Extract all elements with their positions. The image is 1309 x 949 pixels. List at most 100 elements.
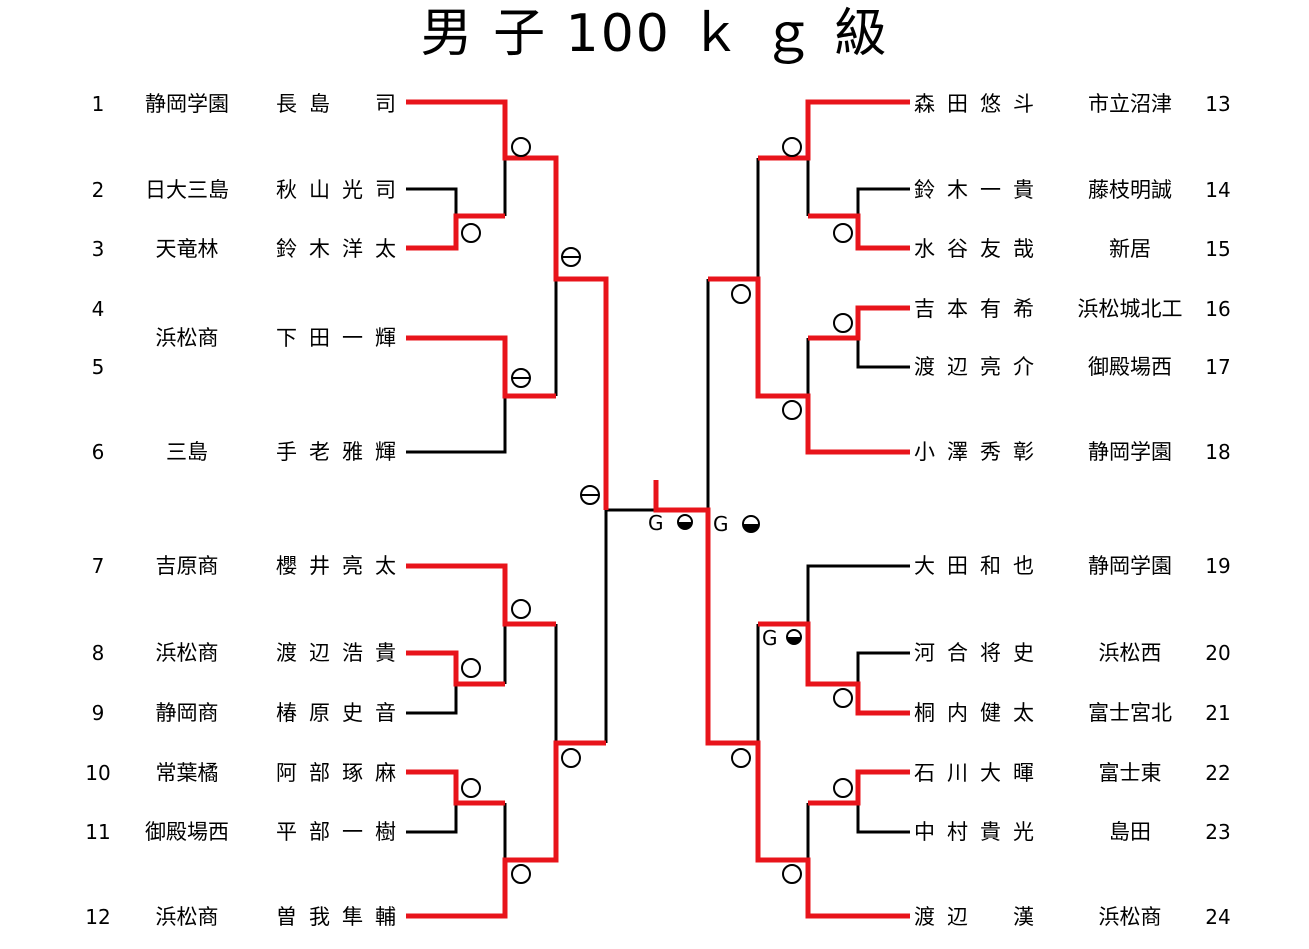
entry-name: 渡辺浩貴 xyxy=(276,641,408,665)
ippon-mark xyxy=(833,223,853,243)
entry-school: 浜松城北工 xyxy=(1077,297,1183,321)
entry-number: 16 xyxy=(1205,297,1231,321)
entry-school: 静岡商 xyxy=(155,701,219,725)
entry-name: 長島 司 xyxy=(276,92,408,116)
entry-school: 御殿場西 xyxy=(145,820,229,844)
entry-name: 水谷友哉 xyxy=(914,237,1046,261)
entry-number: 23 xyxy=(1205,820,1231,844)
ippon-mark xyxy=(833,688,853,708)
entry-number: 14 xyxy=(1205,178,1231,202)
entry-school: 浜松商 xyxy=(155,326,219,350)
entry-number: 24 xyxy=(1205,905,1231,929)
entry-name: 小澤秀彰 xyxy=(914,440,1046,464)
bracket-lines-red xyxy=(406,99,609,919)
bracket-line xyxy=(856,187,910,216)
result-marks xyxy=(461,137,853,884)
entry-school: 浜松商 xyxy=(1098,905,1162,929)
yusei-marks xyxy=(511,247,600,505)
entry-school: 浜松西 xyxy=(1098,641,1162,665)
entry-name: 阿部琢麻 xyxy=(276,761,408,785)
ippon-mark xyxy=(561,748,581,768)
winner-path xyxy=(406,769,505,806)
entry-number: 3 xyxy=(91,237,105,261)
golden-score-mark xyxy=(677,514,693,530)
entry-name: 櫻井亮太 xyxy=(276,554,408,578)
entry-number: 15 xyxy=(1205,237,1231,261)
winner-path xyxy=(406,650,505,687)
ippon-mark xyxy=(782,400,802,420)
entry-name: 椿原史音 xyxy=(276,701,408,725)
entry-name: 渡辺亮介 xyxy=(914,355,1046,379)
golden-score-label: G xyxy=(762,626,778,650)
entry-number: 12 xyxy=(85,905,111,929)
entry-number: 19 xyxy=(1205,554,1231,578)
winner-path xyxy=(808,213,910,251)
bracket-line xyxy=(406,684,458,715)
ippon-mark xyxy=(731,284,751,304)
entry-school: 静岡学園 xyxy=(1088,440,1172,464)
entry-school: 日大三島 xyxy=(145,178,229,202)
bracket-line xyxy=(406,396,507,454)
golden-score-mark xyxy=(786,629,802,645)
bracket-line xyxy=(806,564,910,624)
entry-name: 鈴木一貴 xyxy=(914,178,1046,202)
ippon-mark xyxy=(833,778,853,798)
entry-number: 2 xyxy=(91,178,105,202)
golden-score-mark xyxy=(742,515,760,533)
entry-school: 三島 xyxy=(166,440,208,464)
golden-score-label: G xyxy=(713,512,729,536)
ippon-mark xyxy=(731,748,751,768)
bracket-lines-black-right xyxy=(706,158,910,860)
ippon-mark xyxy=(511,864,531,884)
bracket-line xyxy=(856,803,910,834)
entry-school: 島田 xyxy=(1109,820,1151,844)
entry-school: 天竜林 xyxy=(155,237,219,261)
entry-name: 中村貴光 xyxy=(914,820,1046,844)
bracket-lines-red-right xyxy=(653,99,910,919)
entry-name: 桐内健太 xyxy=(914,701,1046,725)
entry-name: 平部一樹 xyxy=(276,820,408,844)
winner-path xyxy=(406,563,556,627)
entry-name: 森田悠斗 xyxy=(914,92,1046,116)
winner-path xyxy=(406,740,606,919)
ippon-mark xyxy=(782,137,802,157)
entry-number: 8 xyxy=(91,641,105,665)
ippon-mark xyxy=(511,137,531,157)
entry-school: 静岡学園 xyxy=(145,92,229,116)
ippon-mark xyxy=(461,658,481,678)
winner-path xyxy=(758,99,910,161)
entry-number: 4 xyxy=(91,297,105,321)
page-title: 男 子 100 ｋ ｇ 級 xyxy=(420,4,889,64)
entry-school: 浜松商 xyxy=(155,905,219,929)
entry-number: 11 xyxy=(85,820,111,844)
winner-path xyxy=(708,276,910,455)
winner-path xyxy=(406,335,556,399)
winner-path xyxy=(406,99,609,510)
entry-school: 藤枝明誠 xyxy=(1088,178,1172,202)
entry-name: 秋山光司 xyxy=(276,178,408,202)
entry-number: 6 xyxy=(91,440,105,464)
entry-number: 7 xyxy=(91,554,105,578)
golden-score-marks xyxy=(677,514,802,645)
entry-school: 富士東 xyxy=(1098,761,1162,785)
ippon-mark xyxy=(461,223,481,243)
entry-school: 浜松商 xyxy=(155,641,219,665)
entry-number: 5 xyxy=(91,355,105,379)
entry-school: 静岡学園 xyxy=(1088,554,1172,578)
bracket-line xyxy=(406,803,458,834)
bracket-line xyxy=(856,338,910,369)
yusei-mark xyxy=(511,368,531,388)
entry-school: 新居 xyxy=(1109,237,1151,261)
entry-number: 1 xyxy=(91,92,105,116)
entry-name: 石川大暉 xyxy=(914,761,1046,785)
ippon-mark xyxy=(782,864,802,884)
entry-number: 10 xyxy=(85,761,111,785)
entry-name: 手老雅輝 xyxy=(276,440,408,464)
yusei-mark xyxy=(561,247,581,267)
winner-path xyxy=(808,769,910,806)
winner-path-champion xyxy=(653,480,910,919)
entry-name: 鈴木洋太 xyxy=(276,237,408,261)
entry-number: 9 xyxy=(91,701,105,725)
entry-school: 吉原商 xyxy=(155,554,219,578)
